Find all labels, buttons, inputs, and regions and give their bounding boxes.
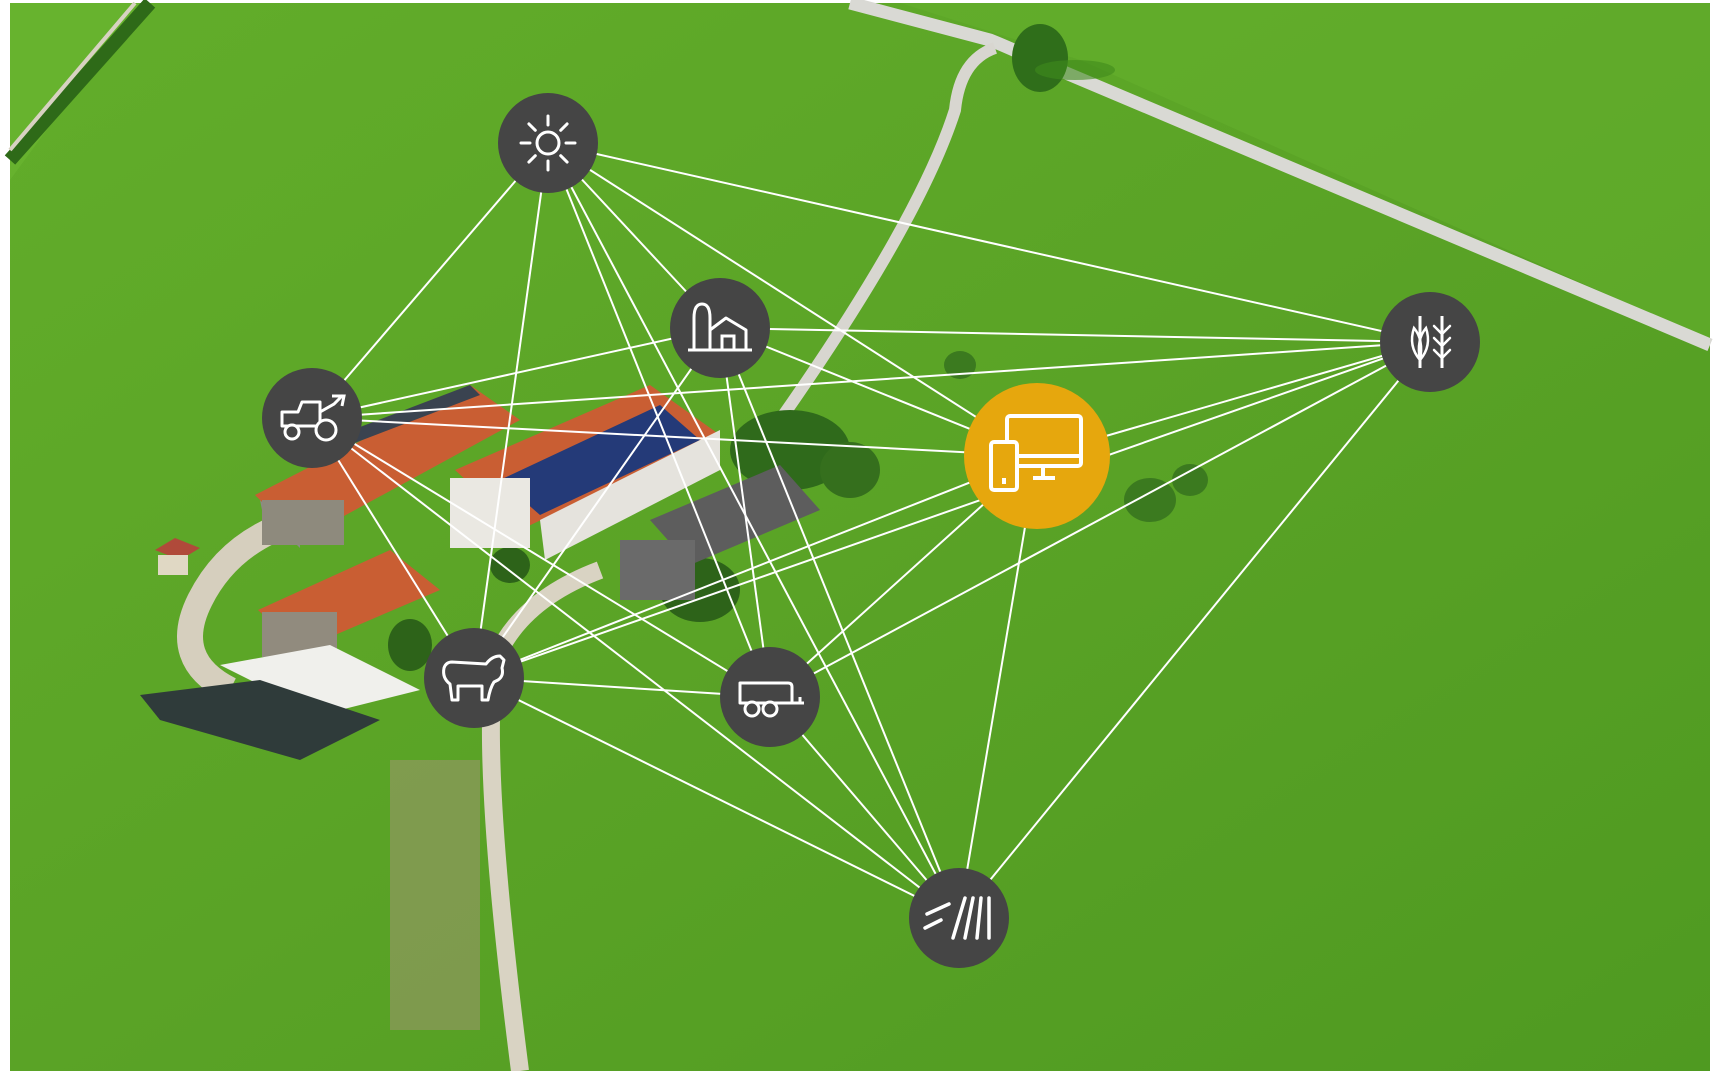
connection-line-crops-field [958,341,1431,919]
node-platform [964,383,1110,529]
connection-line-weather-transport [547,142,771,698]
node-livestock [424,628,524,728]
fence-path [8,1,137,152]
cow-icon [442,654,506,702]
connection-line-weather-platform [547,142,1038,457]
connection-line-harvester-transport [311,417,771,698]
node-harvester [262,368,362,468]
node-farmyard [670,278,770,378]
connection-line-crops-livestock [473,341,1431,679]
tree-shadow [1035,60,1115,80]
connection-line-platform-field [958,455,1038,919]
forage-harvester-icon [280,394,346,442]
node-circle-farmyard [670,278,770,378]
kennel-roof [155,538,200,560]
nodes [262,93,1480,968]
solar-panels [500,405,700,515]
connection-line-weather-crops [547,142,1431,343]
kennel [158,555,188,575]
connection-line-farmyard-field [719,327,960,919]
connection-line-farmyard-harvester [311,327,721,419]
connection-line-livestock-field [473,677,960,919]
devices-icon [989,414,1083,492]
silo-barn-icon [688,302,752,352]
meadow-upper-right [900,3,1710,340]
node-transport [720,647,820,747]
hedgerow [4,0,156,165]
connection-line-weather-livestock [473,142,549,679]
trees-cluster [388,351,1208,671]
house-wall [450,478,530,548]
field-rows-icon [923,896,991,940]
plowed-strip [390,760,480,1030]
silage-cover-white [220,645,420,715]
barn-wall-left [262,500,344,545]
wheat-icon [1410,316,1452,368]
node-field [909,868,1009,968]
node-weather [498,93,598,193]
connection-line-weather-field [547,142,960,919]
connection-line-harvester-platform [311,417,1038,457]
node-crops [1380,292,1480,392]
connection-line-farmyard-livestock [473,327,721,679]
connection-line-crops-harvester [311,341,1431,419]
silage-cover-dark [140,680,380,760]
connection-line-weather-harvester [311,142,549,419]
aerial-background [4,0,1713,1071]
node-circle-crops [1380,292,1480,392]
node-circle-transport [720,647,820,747]
node-circle-harvester [262,368,362,468]
lone-tree [1012,24,1068,92]
node-circle-weather [498,93,598,193]
connection-line-farmyard-crops [719,327,1431,343]
trailer-icon [738,681,804,718]
farm-yard-path [177,507,304,702]
connection-line-harvester-field [311,417,960,919]
connection-line-harvester-livestock [311,417,475,679]
connection-line-platform-livestock [473,455,1038,679]
sun-icon [519,114,577,172]
connection-line-crops-transport [769,341,1431,698]
node-circle-livestock [424,628,524,728]
